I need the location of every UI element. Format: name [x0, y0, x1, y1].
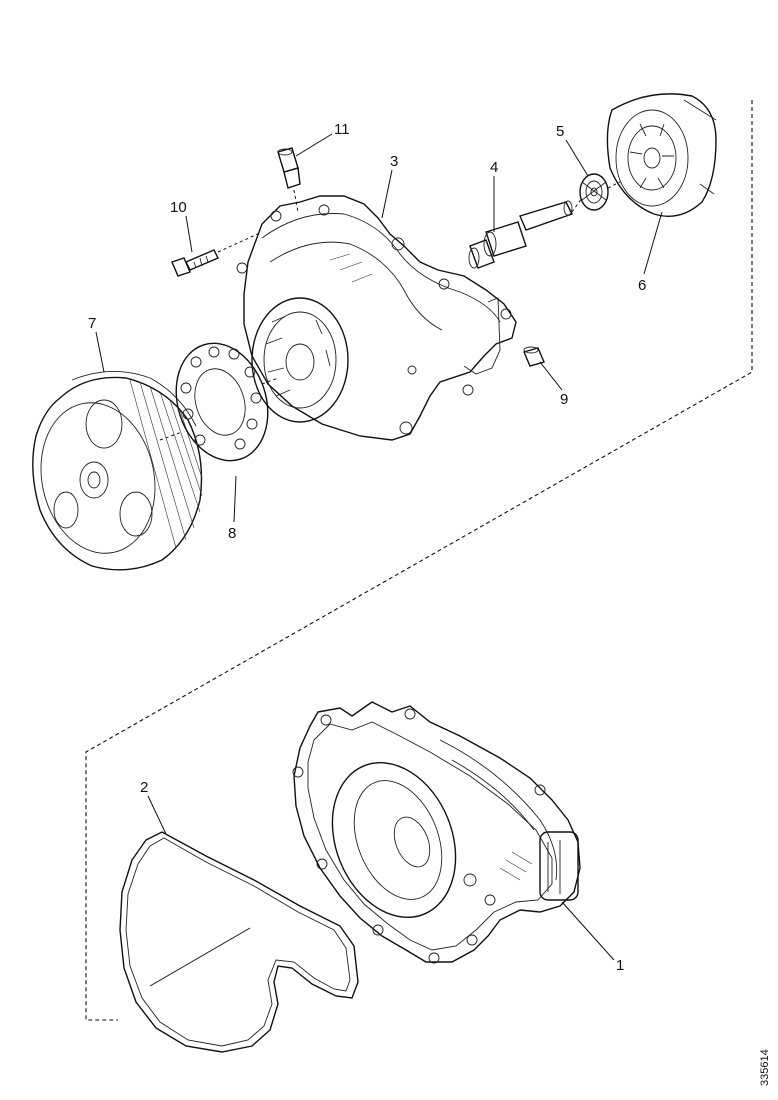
callout-7: 7 — [88, 315, 96, 332]
callout-6: 6 — [638, 277, 646, 294]
callout-5: 5 — [556, 123, 564, 140]
part-7-pulley — [32, 371, 203, 571]
callout-labels: 1 2 3 4 5 6 7 8 9 10 11 — [88, 121, 646, 974]
part-9-dowel-pin — [523, 346, 545, 367]
assembly-boundary — [85, 100, 753, 1021]
callout-3: 3 — [390, 153, 398, 170]
callout-8: 8 — [228, 525, 236, 542]
callout-9: 9 — [560, 391, 568, 408]
callout-1: 1 — [616, 957, 624, 974]
reference-number: 335614 — [759, 1049, 771, 1086]
part-1-pump-housing — [292, 701, 581, 964]
alignment-lines — [159, 181, 621, 441]
part-8-flange-gasket — [175, 342, 269, 462]
callout-4: 4 — [490, 159, 498, 176]
part-3-pump-cover — [236, 195, 517, 441]
part-2-housing-seal — [119, 831, 359, 1053]
part-5-seal-ring — [579, 173, 609, 211]
part-6-drive-cap — [606, 93, 717, 217]
leader-lines — [95, 133, 663, 987]
part-4-pump-shaft — [468, 200, 573, 269]
callout-2: 2 — [140, 779, 148, 796]
part-11-sensor-fitting — [277, 147, 301, 189]
callout-10: 10 — [170, 199, 187, 216]
part-10-bolt — [171, 249, 219, 277]
callout-11: 11 — [334, 121, 350, 138]
